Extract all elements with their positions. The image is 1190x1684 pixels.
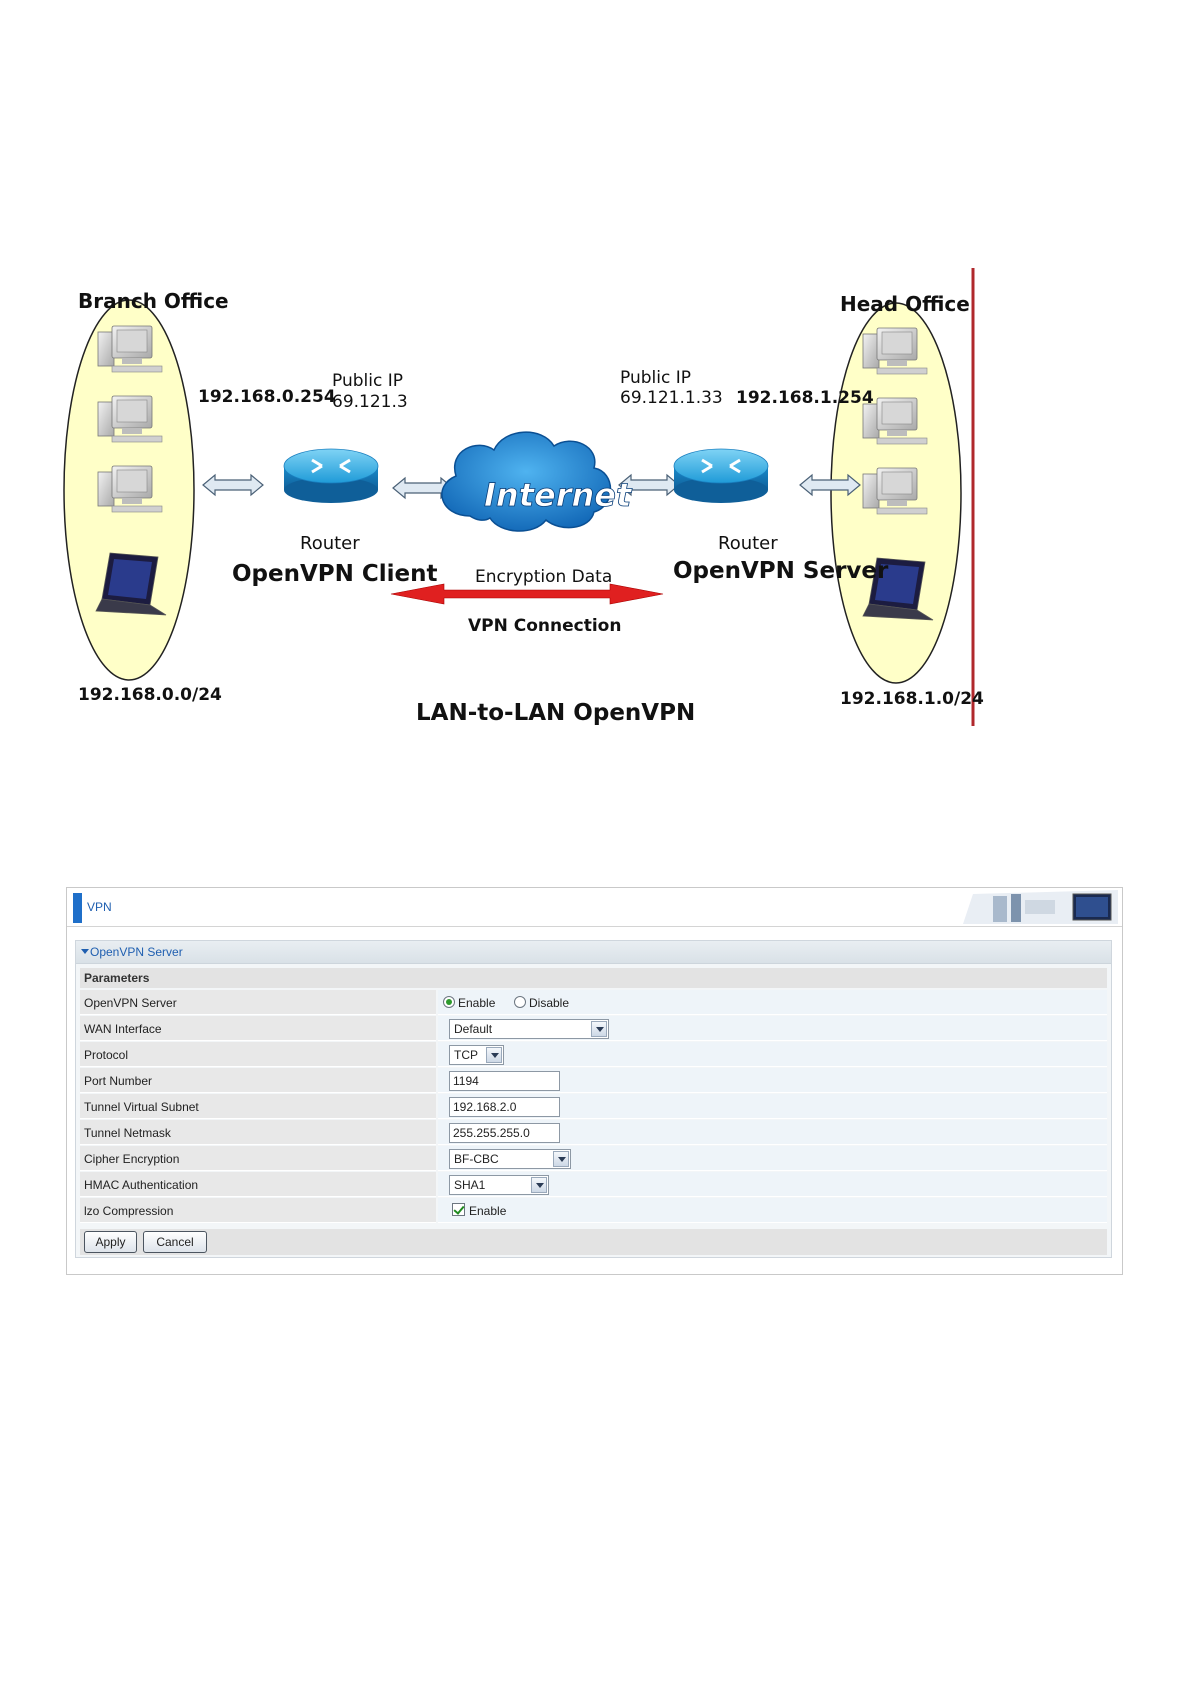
head-gateway-ip: 192.168.1.254 xyxy=(736,388,874,408)
chevron-down-icon[interactable] xyxy=(531,1177,547,1193)
row-tunnel-netmask: Tunnel Netmask 255.255.255.0 xyxy=(80,1120,1107,1145)
protocol-select[interactable]: TCP xyxy=(449,1045,504,1065)
branch-office-label: Branch Office xyxy=(78,289,229,313)
disable-radio-label: Disable xyxy=(529,996,570,1010)
wan-interface-value: Default xyxy=(454,1022,493,1036)
internet-cloud-icon xyxy=(441,431,612,532)
enable-radio-label: Enable xyxy=(458,996,496,1010)
diagram-caption: LAN-to-LAN OpenVPN xyxy=(416,700,695,726)
row-lzo-compression: lzo Compression Enable xyxy=(80,1198,1107,1223)
branch-subnet-label: 192.168.0.0/24 xyxy=(78,685,222,705)
row-hmac-authentication: HMAC Authentication SHA1 xyxy=(80,1172,1107,1197)
section-title: OpenVPN Server xyxy=(90,945,183,959)
openvpn-server-label: OpenVPN Server xyxy=(84,996,177,1010)
openvpn-server-section: OpenVPN Server Parameters OpenVPN Server… xyxy=(75,940,1112,1258)
head-subnet-label: 192.168.1.0/24 xyxy=(840,689,984,709)
cipher-encryption-label: Cipher Encryption xyxy=(84,1152,180,1166)
lzo-enable-checkbox[interactable] xyxy=(452,1203,465,1216)
branch-public-label: Public IP xyxy=(332,371,403,391)
office-banner-icon xyxy=(963,890,1118,924)
tunnel-subnet-input[interactable]: 192.168.2.0 xyxy=(449,1097,560,1117)
openvpn-server-label: OpenVPN Server xyxy=(673,558,889,584)
action-bar: Apply Cancel xyxy=(80,1229,1107,1255)
wan-interface-select[interactable]: Default xyxy=(449,1019,609,1039)
vpn-header-accent-bar xyxy=(73,893,82,923)
openvpn-client-label: OpenVPN Client xyxy=(232,561,438,587)
row-port-number: Port Number 1194 xyxy=(80,1068,1107,1093)
branch-public-ip: 69.121.3 xyxy=(332,392,408,412)
apply-button[interactable]: Apply xyxy=(84,1231,137,1253)
encryption-data-label: Encryption Data xyxy=(475,567,612,587)
vpn-header: VPN xyxy=(67,888,1122,927)
parameters-header: Parameters xyxy=(80,968,1107,988)
hmac-authentication-select[interactable]: SHA1 xyxy=(449,1175,549,1195)
parameters-label: Parameters xyxy=(84,971,150,985)
chevron-down-icon[interactable] xyxy=(591,1021,607,1037)
disable-radio[interactable] xyxy=(514,996,526,1008)
internet-label: Internet xyxy=(484,476,633,514)
double-arrow-icon xyxy=(202,474,264,496)
double-arrow-icon xyxy=(799,474,861,496)
router-server-label: Router xyxy=(718,533,778,554)
router-client-icon xyxy=(283,448,379,503)
port-number-input[interactable]: 1194 xyxy=(449,1071,560,1091)
router-server-icon xyxy=(673,448,769,503)
protocol-value: TCP xyxy=(454,1048,478,1062)
tunnel-subnet-label: Tunnel Virtual Subnet xyxy=(84,1100,199,1114)
head-public-ip: 69.121.1.33 xyxy=(620,388,723,408)
cipher-encryption-value: BF-CBC xyxy=(454,1152,499,1166)
row-protocol: Protocol TCP xyxy=(80,1042,1107,1067)
vpn-panel: VPN OpenVPN Server Parameters OpenVPN Se… xyxy=(66,887,1123,1275)
chevron-down-icon[interactable] xyxy=(553,1151,569,1167)
row-openvpn-server: OpenVPN Server Enable Disable xyxy=(80,990,1107,1015)
hmac-authentication-value: SHA1 xyxy=(454,1178,486,1192)
row-cipher-encryption: Cipher Encryption BF-CBC xyxy=(80,1146,1107,1171)
vpn-connection-arrow xyxy=(390,583,664,605)
port-number-label: Port Number xyxy=(84,1074,153,1088)
tunnel-netmask-input[interactable]: 255.255.255.0 xyxy=(449,1123,560,1143)
branch-gateway-ip: 192.168.0.254 xyxy=(198,387,336,407)
hmac-authentication-label: HMAC Authentication xyxy=(84,1178,199,1192)
row-tunnel-subnet: Tunnel Virtual Subnet 192.168.2.0 xyxy=(80,1094,1107,1119)
protocol-label: Protocol xyxy=(84,1048,129,1062)
enable-radio[interactable] xyxy=(443,996,455,1008)
chevron-down-icon[interactable] xyxy=(486,1047,502,1063)
head-office-label: Head Office xyxy=(840,292,970,316)
wan-interface-label: WAN Interface xyxy=(84,1022,162,1036)
tunnel-netmask-label: Tunnel Netmask xyxy=(84,1126,171,1140)
collapse-triangle-icon[interactable] xyxy=(81,949,89,954)
lzo-enable-label: Enable xyxy=(469,1204,507,1218)
head-public-label: Public IP xyxy=(620,368,691,388)
router-client-label: Router xyxy=(300,533,360,554)
vpn-header-title: VPN xyxy=(87,900,112,914)
cipher-encryption-select[interactable]: BF-CBC xyxy=(449,1149,571,1169)
cancel-button[interactable]: Cancel xyxy=(143,1231,207,1253)
lzo-compression-label: lzo Compression xyxy=(84,1204,174,1218)
lan-to-lan-diagram: Branch Office Head Office 192.168.0.254 … xyxy=(60,268,1030,758)
section-title-bar[interactable]: OpenVPN Server xyxy=(76,941,1111,964)
row-wan-interface: WAN Interface Default xyxy=(80,1016,1107,1041)
vpn-connection-label: VPN Connection xyxy=(468,616,621,636)
